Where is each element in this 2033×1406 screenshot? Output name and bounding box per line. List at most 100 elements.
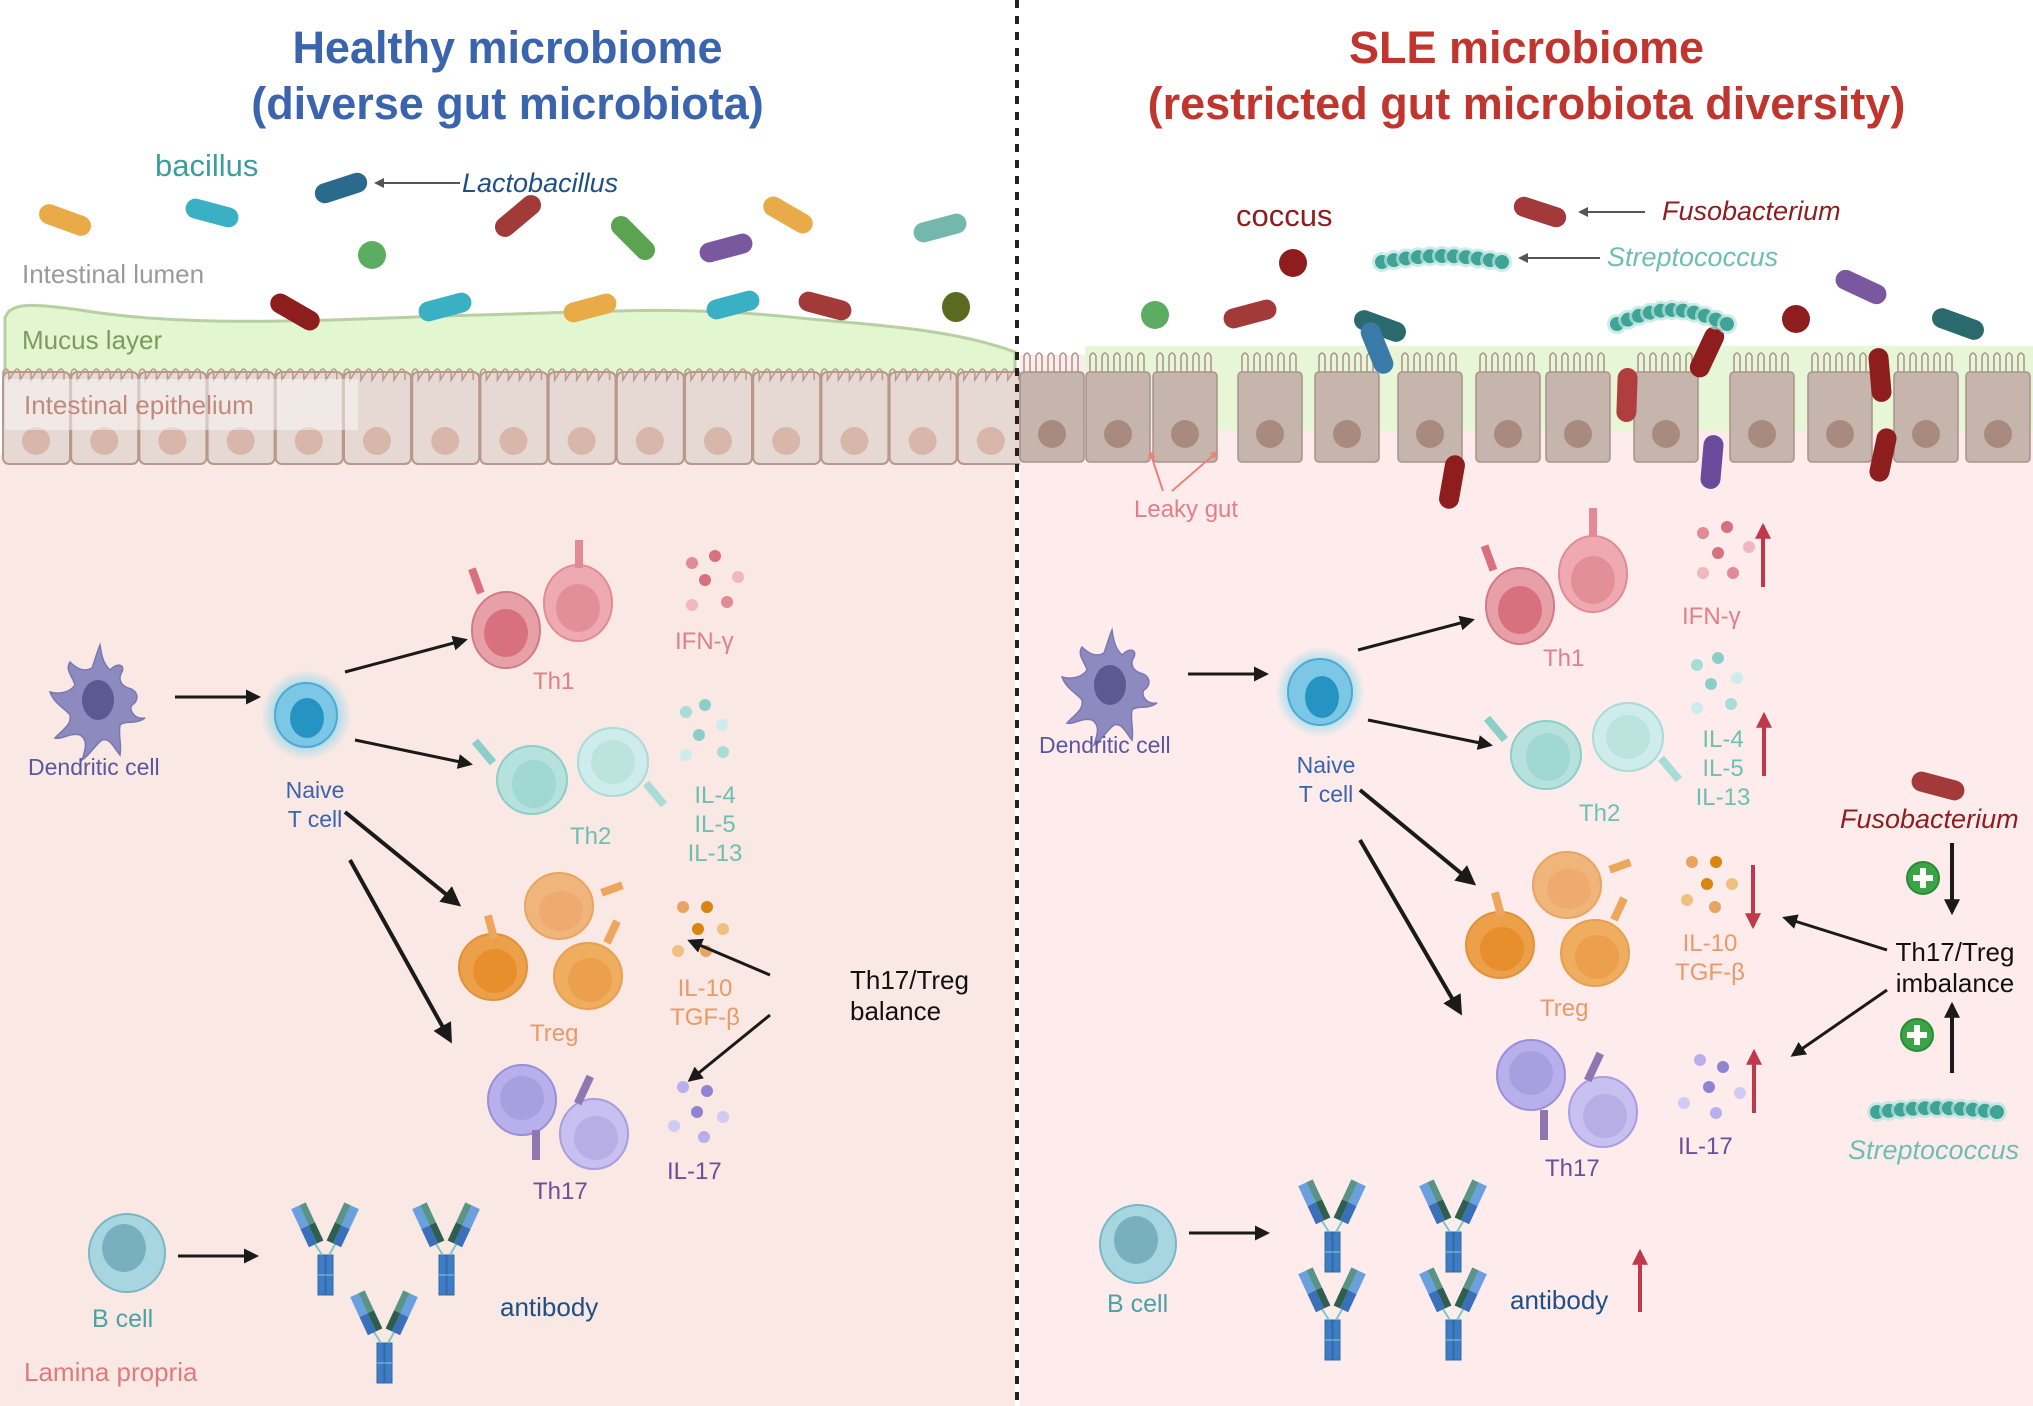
healthy-title-line2: (diverse gut microbiota) — [251, 78, 764, 129]
treg-cells-icon — [1465, 851, 1632, 987]
il5-label: IL-5 — [1702, 755, 1744, 782]
th1-cells-icon — [468, 540, 613, 669]
coccus-olive — [942, 292, 970, 322]
naive-t-cell-label-line2: T cell — [287, 806, 343, 832]
leaky-gut-label: Leaky gut — [1134, 496, 1239, 523]
immune-right — [1061, 508, 1967, 1361]
intestinal-epithelium-label: Intestinal epithelium — [24, 390, 254, 420]
epithelial-cell — [1893, 352, 1959, 463]
il17-label: IL-17 — [1678, 1133, 1733, 1160]
epithelial-cell — [615, 368, 685, 465]
th17-label: Th17 — [533, 1178, 588, 1205]
epithelial-cell — [206, 368, 276, 465]
bacillus-cyan — [183, 196, 241, 230]
il10-label: IL-10 — [1682, 930, 1738, 957]
ifn-gamma-particles — [1697, 521, 1755, 579]
b-cell-label: B cell — [1107, 1290, 1169, 1318]
epithelial-cell — [138, 368, 208, 465]
epithelial-cell — [479, 368, 549, 465]
intestinal-lumen-label: Intestinal lumen — [22, 259, 205, 289]
streptococcus-chain — [1607, 300, 1737, 334]
il17-label: IL-17 — [667, 1158, 722, 1185]
treg-cells-icon — [458, 872, 624, 1010]
il4-label: IL-4 — [1702, 726, 1744, 753]
epithelial-cell — [1314, 352, 1380, 463]
epithelial-cell — [1807, 352, 1873, 463]
leaky-gut-pointer — [1148, 450, 1164, 492]
epithelial-cell — [820, 368, 890, 465]
tgf-beta-label: TGF-β — [1675, 959, 1745, 986]
bacillus-purple — [697, 231, 755, 265]
epithelial-cell — [1397, 352, 1463, 463]
il10-tgfb-particles — [1681, 856, 1738, 913]
th1-label: Th1 — [533, 668, 575, 695]
coccus-green — [358, 241, 386, 269]
lamina-propria-right — [1020, 355, 2033, 1406]
epithelial-cell — [1965, 352, 2031, 463]
streptococcus-side-label: Streptococcus — [1848, 1135, 2020, 1165]
epithelial-cell — [888, 368, 958, 465]
treg-label: Treg — [530, 1020, 579, 1047]
epithelial-cell — [274, 368, 344, 465]
bacillus-label: bacillus — [155, 148, 259, 183]
epithelial-cell — [752, 368, 822, 465]
il4-il5-il13-particles — [1691, 652, 1743, 714]
bacteria-left — [36, 170, 970, 335]
epithelial-cell — [1019, 352, 1085, 463]
epithelium-right — [1019, 352, 2031, 463]
th1-label: Th1 — [1543, 645, 1585, 672]
epithelial-cell — [1729, 352, 1795, 463]
antibody-label: antibody — [500, 1292, 599, 1322]
epithelial-cell — [1237, 352, 1303, 463]
coccus-darkred — [1279, 249, 1307, 277]
plus-icon — [1906, 861, 1940, 895]
streptococcus-chain — [1867, 1098, 2007, 1122]
ifn-gamma-particles — [686, 550, 744, 611]
fusobacterium-side-label: Fusobacterium — [1840, 804, 2019, 834]
th17-label: Th17 — [1545, 1155, 1600, 1182]
streptococcus-chain — [1372, 246, 1512, 272]
epithelial-cell — [2, 368, 71, 465]
bacillus-orange-2 — [759, 192, 817, 238]
il10-label: IL-10 — [677, 975, 733, 1002]
ifn-gamma-label: IFN-γ — [675, 628, 734, 655]
il4-label: IL-4 — [694, 782, 736, 809]
epithelial-cell — [70, 368, 140, 465]
naive-t-cell-label-line1: Naive — [1296, 752, 1356, 778]
th2-cells-icon — [1483, 702, 1683, 790]
mucus-layer-label: Mucus layer — [22, 325, 163, 355]
tgf-beta-label: TGF-β — [670, 1004, 740, 1031]
lamina-propria-label: Lamina propria — [24, 1357, 198, 1387]
il17-particles — [668, 1081, 729, 1143]
dendritic-cell-label: Dendritic cell — [1039, 732, 1171, 758]
il13-label: IL-13 — [1695, 784, 1751, 811]
dendritic-cell-label: Dendritic cell — [28, 754, 160, 780]
bacillus-orange — [36, 201, 94, 239]
epithelial-cell — [1545, 352, 1611, 463]
th17-cells-icon — [487, 1064, 629, 1170]
fusobacterium-label: Fusobacterium — [1662, 196, 1841, 226]
bacillus-green — [606, 211, 660, 265]
sle-title-line1: SLE microbiome — [1348, 22, 1705, 73]
lactobacillus-label: Lactobacillus — [462, 168, 619, 198]
il17-particles — [1678, 1054, 1746, 1119]
epithelial-cell — [1475, 352, 1541, 463]
epithelial-cell — [956, 368, 1026, 465]
th2-label: Th2 — [570, 823, 612, 850]
th17-treg-imbalance-label-line2: imbalance — [1895, 968, 2015, 998]
naive-t-cell-label-line1: Naive — [285, 777, 345, 803]
immune-left — [49, 540, 771, 1384]
sle-title-line2: (restricted gut microbiota diversity) — [1147, 78, 1906, 129]
epithelial-cell — [547, 368, 617, 465]
healthy-title-line1: Healthy microbiome — [292, 22, 723, 73]
ifn-gamma-label: IFN-γ — [1682, 603, 1741, 630]
epithelial-cell — [343, 368, 412, 465]
epithelial-cell — [1085, 352, 1151, 463]
bacillus-teal — [911, 211, 969, 245]
fusobacterium-rod — [1511, 194, 1569, 230]
plus-icon — [1900, 1018, 1934, 1052]
lactobacillus-rod — [312, 170, 370, 206]
epithelial-cell — [684, 368, 753, 465]
